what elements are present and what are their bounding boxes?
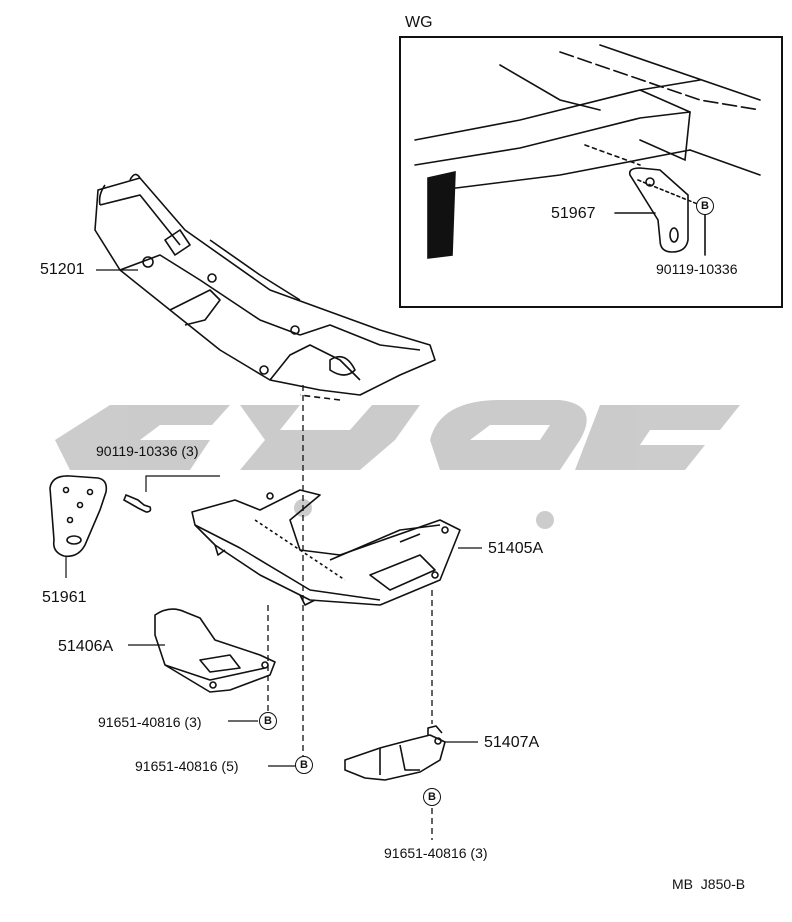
part-label-91651-c: 91651-40816 (3) (384, 845, 488, 861)
part-label-51407a: 51407A (484, 734, 540, 751)
ref-marker-a: B (259, 712, 277, 730)
part-label-91651-a: 91651-40816 (3) (98, 714, 202, 730)
part-label-91651-b: 91651-40816 (5) (135, 758, 239, 774)
inset-bolt-label: 90119-10336 (656, 261, 738, 277)
plate-51405a-drawing (191, 489, 461, 606)
watermark-logo (55, 400, 740, 529)
inset-frame-drawing (414, 44, 761, 259)
bracket-51407a-drawing (344, 725, 446, 781)
drawing-code: MB J850-B (672, 876, 746, 892)
leader-solid-lines (65, 269, 482, 767)
inset-title: WG (405, 14, 433, 31)
part-label-90119: 90119-10336 (3) (96, 443, 199, 459)
part-label-51405a: 51405A (488, 540, 544, 557)
inset-frame (399, 36, 783, 308)
part-label-51406a: 51406A (58, 638, 114, 655)
inset-part-label: 51967 (551, 205, 596, 222)
ref-marker-c: B (423, 788, 441, 806)
crossmember-drawing (94, 173, 436, 401)
ref-marker-b: B (295, 756, 313, 774)
part-label-51201: 51201 (40, 261, 85, 278)
bracket-51961-drawing (49, 475, 152, 558)
leader-dashed-lines (267, 385, 433, 840)
cover-51406a-drawing (154, 608, 276, 693)
inset-ref-marker: B (696, 197, 714, 215)
part-label-51961: 51961 (42, 589, 87, 606)
